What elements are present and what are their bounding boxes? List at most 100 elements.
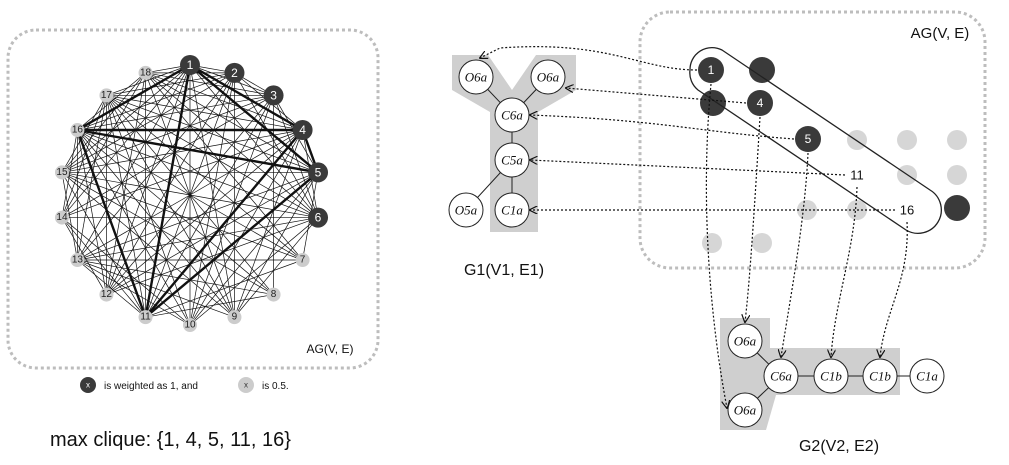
node-6: 6: [308, 207, 329, 228]
g1-atom-o6a-right: O6a: [530, 59, 566, 95]
edge-11-14: [61, 217, 146, 318]
edge-3-10: [189, 95, 274, 326]
edge-11-13: [77, 259, 146, 318]
edge-9-17: [106, 95, 235, 318]
edge-12-16: [77, 129, 107, 295]
clique-edge-1-4: [189, 63, 304, 132]
edge-7-18: [145, 72, 303, 261]
g2-atom-c1b-1: C1b: [813, 358, 849, 394]
edge-12-14: [61, 217, 107, 295]
legend-light-node: [238, 377, 254, 393]
svg-text:C1b: C1b: [869, 369, 891, 384]
edge-6-9: [234, 217, 319, 318]
edge-9-15: [61, 172, 235, 318]
node-12: 12: [99, 287, 114, 302]
edge-3-14: [61, 95, 274, 218]
g2-shading: [720, 318, 900, 430]
legend-light-marker: x: [244, 381, 248, 390]
g2-atom-c1b-2: C1b: [862, 358, 898, 394]
node-18: 18: [138, 65, 153, 80]
edge-1-6: [189, 64, 319, 218]
clique-edge-1-11: [144, 64, 192, 318]
svg-text:O6a: O6a: [537, 70, 560, 85]
ag-node-5: 5: [795, 126, 821, 152]
edge-10-13: [77, 259, 191, 326]
svg-text:9: 9: [232, 312, 238, 323]
svg-text:C1a: C1a: [501, 203, 523, 218]
svg-text:O6a: O6a: [734, 403, 757, 418]
ag-node-11: 11: [846, 164, 868, 186]
node-4: 4: [292, 120, 313, 140]
legend-light-text: is 0.5.: [262, 381, 289, 392]
svg-text:O5a: O5a: [455, 203, 478, 218]
edge-10-14: [61, 217, 191, 326]
ag-node-4: 4: [747, 90, 773, 116]
edge-13-15: [61, 172, 78, 261]
svg-text:1: 1: [708, 63, 715, 77]
g1-atom-c6a: C6a: [494, 97, 530, 133]
edge-10-17: [106, 95, 191, 326]
g1-title: G1(V1, E1): [464, 262, 544, 279]
svg-text:1: 1: [187, 58, 194, 72]
clique-edge-1-5: [189, 64, 319, 174]
edge-3-16: [77, 95, 274, 131]
edge-15-18: [61, 72, 146, 173]
svg-text:C5a: C5a: [501, 153, 523, 168]
g2-atom-o6a-top: O6a: [727, 323, 763, 359]
clique-outline: [689, 46, 942, 234]
svg-text:4: 4: [299, 123, 306, 137]
node-5: 5: [308, 162, 329, 183]
edge-12-18: [106, 72, 146, 295]
edge-5-10: [189, 172, 319, 326]
node-9: 9: [227, 310, 242, 325]
edge-9-18: [145, 72, 235, 318]
g2-title: G2(V2, E2): [799, 438, 879, 455]
edge-6-16: [77, 129, 319, 218]
g2-atom-o6a-bottom: O6a: [727, 392, 763, 428]
left-panel-border: [6, 28, 380, 370]
node-17: 17: [99, 88, 114, 103]
g2-atom-c6a: C6a: [763, 358, 799, 394]
edge-7-15: [61, 172, 303, 261]
edge-6-17: [106, 95, 319, 218]
svg-text:5: 5: [805, 132, 812, 146]
edge-14-16: [61, 129, 78, 218]
clique-edge-4-11: [144, 129, 304, 318]
edge-1-9: [189, 64, 235, 318]
edge-1-14: [61, 64, 191, 218]
svg-text:18: 18: [140, 67, 152, 78]
edge-11-17: [106, 95, 146, 318]
edge-8-16: [77, 129, 274, 295]
node-14: 14: [54, 210, 69, 225]
node-1: 1: [180, 55, 200, 75]
association-graph-edges: [61, 63, 320, 326]
clique-edge-11-16: [76, 129, 147, 318]
legend-dark-node: [80, 377, 96, 393]
edge-7-17: [106, 95, 303, 261]
svg-text:5: 5: [315, 165, 322, 179]
left-graph-title: AG(V, E): [307, 342, 354, 356]
edge-10-16: [77, 129, 191, 326]
edge-13-17: [77, 95, 107, 261]
edge-1-12: [106, 64, 191, 295]
svg-text:C1b: C1b: [820, 369, 842, 384]
ag-dark-dots: [700, 57, 970, 221]
svg-text:11: 11: [850, 168, 864, 183]
svg-text:C6a: C6a: [501, 108, 523, 123]
edge-14-17: [61, 95, 107, 218]
ag-background-dots: [702, 130, 967, 253]
edge-16-18: [77, 72, 146, 131]
edge-4-15: [61, 129, 303, 173]
edge-3-6: [273, 95, 319, 218]
svg-text:16: 16: [900, 203, 914, 218]
node-3: 3: [263, 85, 284, 106]
svg-text:C6a: C6a: [770, 369, 792, 384]
edge-8-13: [77, 259, 274, 295]
svg-text:17: 17: [101, 90, 113, 101]
edge-3-18: [145, 72, 274, 96]
svg-text:O6a: O6a: [465, 70, 488, 85]
edge-4-17: [106, 95, 303, 131]
g1-atom-o6a-left: O6a: [458, 59, 494, 95]
edge-2-6: [234, 72, 319, 218]
node-16: 16: [70, 123, 85, 137]
